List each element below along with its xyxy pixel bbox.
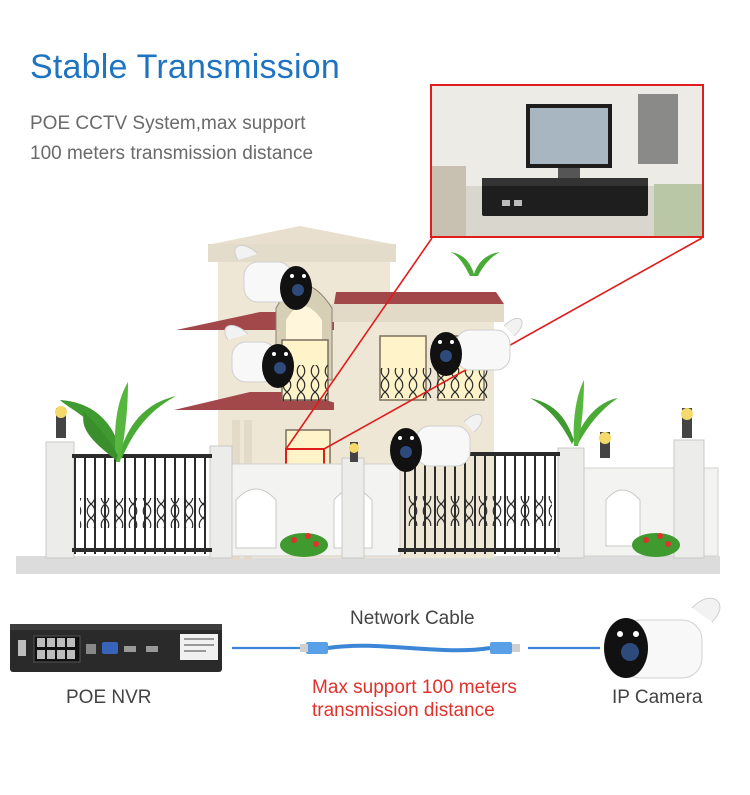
palm-plant-icon <box>60 382 176 462</box>
lamp-icon <box>681 408 693 438</box>
iron-gate-right <box>398 452 560 554</box>
device-sticker <box>180 634 218 660</box>
ground-slab <box>16 556 720 574</box>
subtitle-line-1: POE CCTV System,max support <box>30 113 306 134</box>
lamp-icon <box>599 432 611 458</box>
iron-gate-left <box>72 454 212 554</box>
network-cable-label: Network Cable <box>350 608 475 629</box>
lamp-icon <box>349 442 359 462</box>
connector-line <box>323 237 703 450</box>
palm-plant-icon <box>530 380 618 446</box>
camera-icon <box>430 317 523 376</box>
flower-bush-icon <box>632 533 680 557</box>
connector-line <box>285 237 433 450</box>
lamp-icon <box>55 406 67 438</box>
subtitle-line-2: 100 meters transmission distance <box>30 143 314 164</box>
camera-icon <box>390 413 483 472</box>
nvr-label: POE NVR <box>66 687 152 708</box>
ip-camera-icon <box>604 597 721 679</box>
page-title: Stable Transmission <box>30 48 340 86</box>
camera-icon <box>224 325 294 388</box>
plant-icon <box>450 252 500 276</box>
network-cable-icon <box>300 642 520 654</box>
ethernet-ports <box>33 635 81 663</box>
camera-icon <box>234 245 312 310</box>
inset-scene <box>432 86 702 236</box>
nvr-closeup-inset <box>430 84 704 238</box>
flower-bush-icon <box>280 533 328 557</box>
power-switch-icon <box>18 640 26 656</box>
nvr-device <box>10 624 222 672</box>
nvr-device-closeup <box>482 178 648 216</box>
wall-art <box>638 94 678 164</box>
ip-camera-label: IP Camera <box>612 687 703 708</box>
vga-port-icon <box>102 642 118 654</box>
max-support-caption-line-1: Max support 100 meters <box>312 677 517 698</box>
max-support-caption-line-2: transmission distance <box>312 700 495 721</box>
